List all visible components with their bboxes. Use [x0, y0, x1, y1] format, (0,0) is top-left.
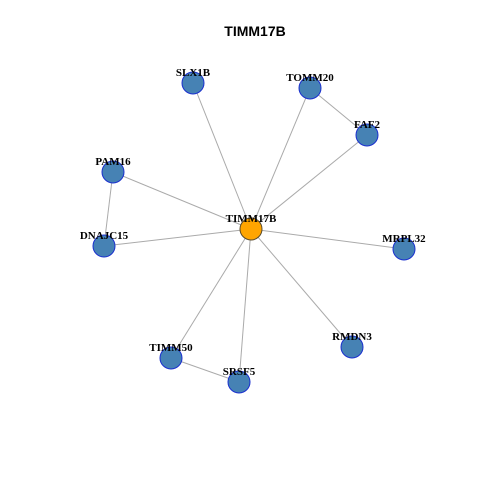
edge-tomm20-faf2: [309, 87, 368, 136]
node-pam16[interactable]: [101, 160, 125, 184]
node-faf2[interactable]: [355, 123, 379, 147]
node-label-faf2: FAF2: [354, 119, 381, 131]
edge-timm17b-dnajc15: [103, 228, 252, 247]
node-label-dnajc15: DNAJC15: [80, 230, 129, 242]
edge-layer: [103, 82, 405, 383]
edge-timm17b-slx1b: [192, 82, 252, 230]
node-label-srsf5: SRSF5: [223, 366, 256, 378]
node-timm17b[interactable]: [239, 217, 263, 241]
node-label-timm17b: TIMM17B: [226, 213, 277, 225]
node-srsf5[interactable]: [227, 370, 251, 394]
edge-timm17b-timm50: [170, 228, 252, 359]
edge-pam16-dnajc15: [103, 171, 114, 247]
edge-timm17b-srsf5: [238, 228, 252, 383]
edge-timm17b-pam16: [112, 171, 252, 230]
node-label-tomm20: TOMM20: [286, 72, 334, 84]
node-label-timm50: TIMM50: [149, 342, 193, 354]
node-tomm20[interactable]: [298, 76, 322, 100]
node-dnajc15[interactable]: [92, 234, 116, 258]
node-label-slx1b: SLX1B: [176, 67, 211, 79]
edge-timm17b-tomm20: [250, 87, 311, 230]
node-label-pam16: PAM16: [95, 156, 131, 168]
graph-title: TIMM17B: [224, 23, 285, 39]
edge-timm17b-faf2: [250, 134, 368, 230]
edge-timm50-srsf5: [170, 357, 240, 383]
node-rmdn3[interactable]: [340, 335, 364, 359]
edge-timm17b-rmdn3: [250, 228, 353, 348]
node-timm50[interactable]: [159, 346, 183, 370]
node-mrpl32[interactable]: [392, 237, 416, 261]
node-label-rmdn3: RMDN3: [332, 331, 372, 343]
node-layer: [92, 71, 416, 394]
node-label-mrpl32: MRPL32: [382, 233, 426, 245]
edge-timm17b-mrpl32: [250, 228, 405, 250]
node-slx1b[interactable]: [181, 71, 205, 95]
